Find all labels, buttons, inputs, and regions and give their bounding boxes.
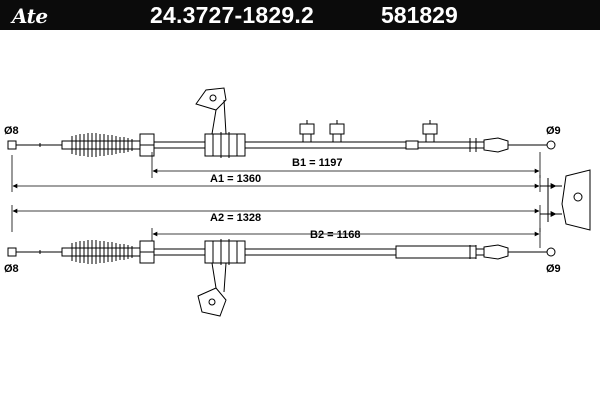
top-right-ferrule (483, 137, 509, 153)
bottom-sheath (61, 247, 151, 257)
top-grommet (204, 132, 246, 158)
bottom-bracket (197, 262, 227, 317)
title-bar: Ate 24.3727-1829.2 581829 (0, 0, 600, 30)
bottom-spring (71, 240, 133, 264)
dim-a2-label: A2 = 1328 (210, 212, 261, 224)
bottom-left-diameter: Ø8 (4, 263, 19, 275)
top-clip-2 (329, 120, 345, 143)
top-spring (71, 133, 133, 157)
bottom-grommet (204, 239, 246, 265)
top-main-cable (153, 141, 485, 149)
top-right-diameter: Ø9 (546, 125, 561, 137)
bottom-right-diameter: Ø9 (546, 263, 561, 275)
part-number: 24.3727-1829.2 (150, 2, 314, 28)
end-fitting-detail (540, 169, 591, 231)
bottom-right-end-nipple (546, 247, 556, 257)
cable-drawing: Ø8 Ø9 B1 = 1197 A1 = 1360 A2 = 1328 B2 =… (4, 87, 591, 317)
top-bracket (195, 87, 227, 135)
top-clip-3 (422, 120, 438, 143)
bottom-left-end-fitting (7, 247, 17, 257)
bottom-right-ferrule (483, 244, 509, 260)
dim-a1-label: A1 = 1360 (210, 173, 261, 185)
top-clip-1 (299, 120, 315, 143)
top-right-end-nipple (546, 140, 556, 150)
bottom-cable (7, 239, 556, 317)
reference-number: 581829 (381, 2, 458, 28)
dim-b1-label: B1 = 1197 (292, 157, 342, 169)
ate-logo: Ate (12, 4, 48, 28)
top-left-end-fitting (7, 140, 17, 150)
top-left-diameter: Ø8 (4, 125, 19, 137)
top-cable (7, 87, 556, 158)
top-dimensions (11, 152, 541, 192)
top-sheath (61, 140, 151, 150)
bottom-dimensions (11, 205, 541, 248)
dim-b2-label: B2 = 1168 (310, 229, 360, 241)
